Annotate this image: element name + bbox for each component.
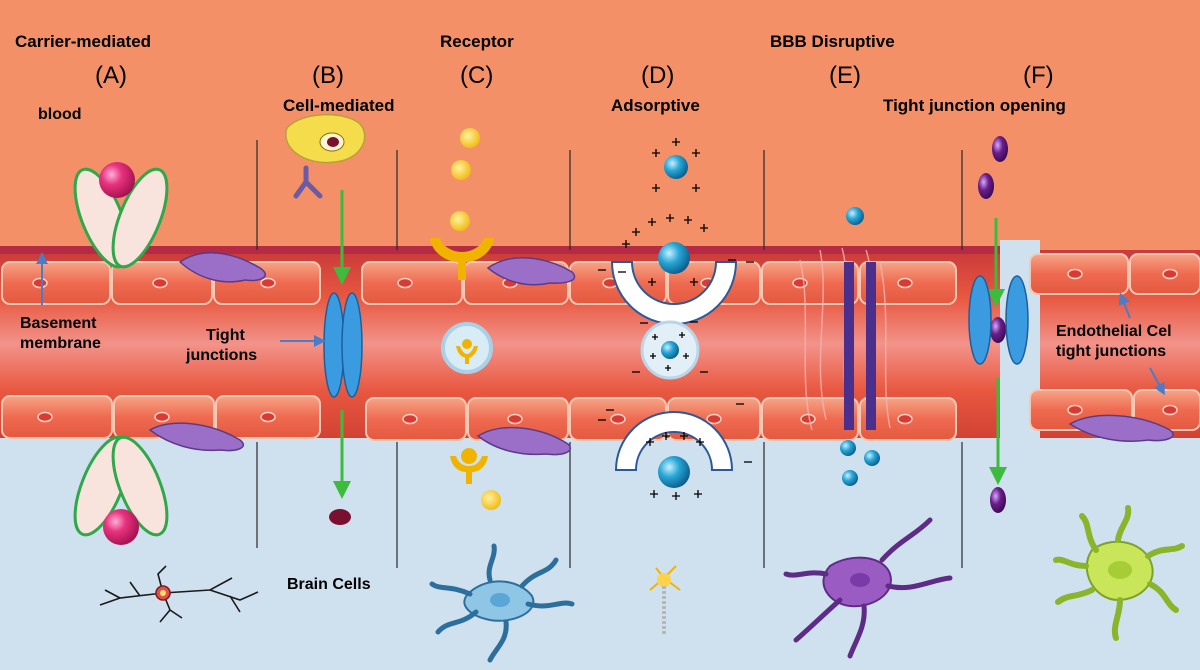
endosome [441, 322, 493, 374]
heading-receptor: Receptor [440, 32, 514, 51]
panel-label-b: (B) [312, 62, 344, 89]
neuron-d [649, 565, 681, 636]
basement-membrane-label-2: membrane [20, 335, 101, 352]
panel-dividers [256, 140, 963, 568]
basement-membrane-label-1: Basement [20, 315, 97, 332]
tight-junction-b [323, 292, 363, 398]
astrocyte-c [429, 543, 575, 663]
adsorptive-vesicle-bottom [598, 403, 752, 500]
astrocyte-f [1053, 505, 1185, 641]
tj-opening-particles [978, 136, 1008, 513]
adsorptive-endosome [632, 320, 708, 380]
endothelial-pointer-2 [1149, 367, 1165, 396]
immune-cell [285, 114, 366, 164]
panel-label-c: (C) [460, 62, 494, 89]
blood-label: blood [38, 106, 82, 123]
cell-cargo [329, 509, 351, 525]
carrier-protein-top [73, 162, 169, 269]
adsorptive-vesicle-top [598, 214, 754, 325]
carrier-substrate-top [99, 162, 135, 198]
disrupted-membrane [799, 207, 891, 486]
carrier-substrate-bottom [103, 509, 139, 545]
heading-tight-junction-opening: Tight junction opening [883, 96, 1066, 115]
panel-label-d: (D) [641, 62, 675, 89]
blood-region [0, 0, 1200, 258]
basement-membrane-line [0, 246, 1030, 254]
carrier-protein-bottom [73, 435, 169, 545]
cationic-particle-blood [652, 138, 700, 192]
heading-cell-mediated: Cell-mediated [283, 96, 395, 115]
panel-label-f: (F) [1023, 62, 1054, 89]
endothelial-cell-label-1: Endothelial Cel [1056, 323, 1172, 340]
heading-carrier-mediated: Carrier-mediated [15, 32, 152, 51]
receptor-top [430, 238, 494, 280]
pericytes [148, 252, 1174, 456]
cell-nuclei [32, 268, 1178, 425]
tight-junctions-label-2: junctions [186, 347, 258, 364]
heading-adsorptive: Adsorptive [611, 96, 700, 115]
tight-junction-f [968, 275, 1029, 365]
endothelial-pointer-1 [1118, 292, 1131, 319]
receptor-bottom [450, 456, 488, 484]
tight-junctions-label-1: Tight [206, 327, 245, 344]
microglia-e [783, 517, 953, 659]
panel-label-a: (A) [95, 62, 127, 89]
ligands [450, 128, 501, 510]
neuron-a [99, 565, 259, 623]
panel-label-e: (E) [829, 62, 861, 89]
ligand-bound-bottom [461, 448, 477, 464]
endothelial-cell-label-2: tight junctions [1056, 343, 1167, 360]
brain-cells-label: Brain Cells [287, 576, 371, 593]
heading-bbb-disruptive: BBB Disruptive [770, 32, 895, 51]
brain-region [0, 430, 1200, 670]
cell-receptor-y [293, 165, 323, 199]
